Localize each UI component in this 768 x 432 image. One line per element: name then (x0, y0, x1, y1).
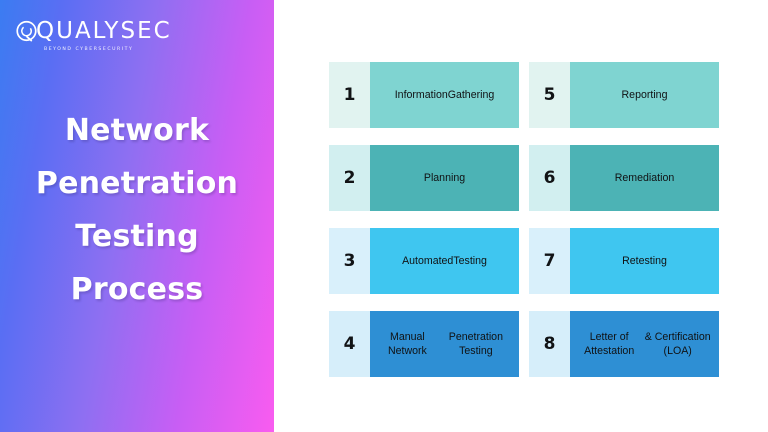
step-label-line: & Certification (LOA) (644, 331, 711, 357)
title-line-4: Process (70, 272, 204, 307)
step-label-5: Reporting (570, 62, 719, 128)
step-number-6: 6 (529, 145, 570, 211)
step-number-2: 2 (329, 145, 370, 211)
brand-logo: QUALYSEC BEYOND CYBERSECURITY (14, 19, 172, 52)
step-label-line: Retesting (622, 255, 667, 267)
left-gradient-panel: QUALYSEC BEYOND CYBERSECURITY Network Pe… (0, 0, 274, 432)
step-label-4: Manual Network Penetration Testing (370, 311, 519, 377)
step-label-line: Gathering (447, 89, 495, 101)
step-card-6[interactable]: 6 Remediation (529, 145, 719, 211)
logo-tagline: BEYOND CYBERSECURITY (44, 47, 134, 52)
step-label-line: Reporting (621, 89, 668, 101)
title-line-2: Penetration (35, 166, 239, 201)
step-number-5: 5 (529, 62, 570, 128)
title-line-1: Network (64, 113, 210, 148)
step-label-line: Testing (453, 255, 487, 267)
step-number-3: 3 (329, 228, 370, 294)
step-card-4[interactable]: 4 Manual Network Penetration Testing (329, 311, 519, 377)
step-label-line: Remediation (614, 172, 675, 184)
step-label-line: Automated (402, 255, 454, 267)
step-card-7[interactable]: 7 Retesting (529, 228, 719, 294)
step-number-7: 7 (529, 228, 570, 294)
step-label-line: Letter of Attestation (584, 331, 635, 357)
qualysec-q-logo-icon (16, 20, 37, 42)
step-label-line: Manual Network (387, 331, 427, 357)
step-card-8[interactable]: 8 Letter of Attestation & Certification (L… (529, 311, 719, 377)
page-title: Network Penetration Testing Process (0, 104, 274, 316)
step-label-line: Planning (423, 172, 466, 184)
step-number-1: 1 (329, 62, 370, 128)
step-card-5[interactable]: 5 Reporting (529, 62, 719, 128)
step-label-2: Planning (370, 145, 519, 211)
step-label-line: Penetration Testing (448, 331, 503, 357)
logo-wordmark: QUALYSEC (36, 18, 172, 44)
step-label-8: Letter of Attestation & Certification (LO… (570, 311, 719, 377)
step-card-2[interactable]: 2 Planning (329, 145, 519, 211)
step-label-6: Remediation (570, 145, 719, 211)
step-number-8: 8 (529, 311, 570, 377)
logo-row: QUALYSEC (14, 19, 172, 44)
step-label-line: Information (394, 89, 448, 101)
step-label-7: Retesting (570, 228, 719, 294)
step-number-4: 4 (329, 311, 370, 377)
title-line-3: Testing (75, 219, 199, 254)
